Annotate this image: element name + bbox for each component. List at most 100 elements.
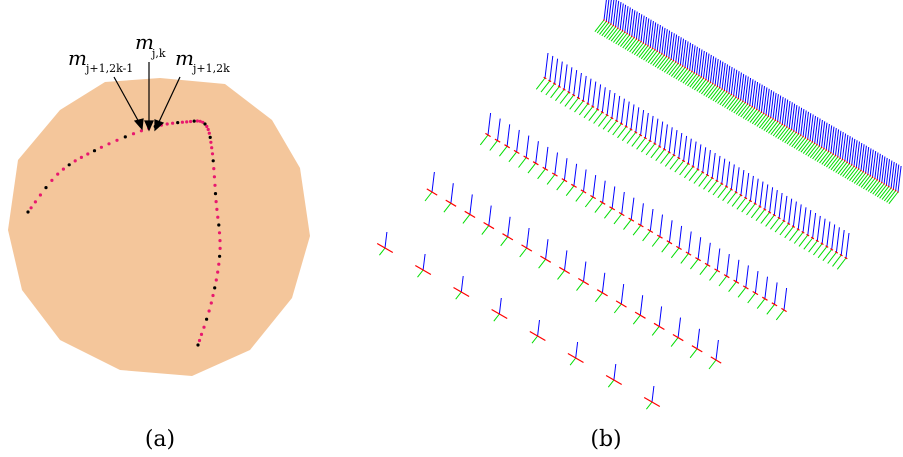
binormal-axis — [655, 149, 665, 162]
binormal-axis — [610, 29, 621, 42]
normal-axis — [554, 152, 558, 175]
normal-axis — [791, 103, 796, 130]
normal-axis — [855, 141, 860, 168]
tangent-axis — [734, 96, 737, 99]
label-m-j-k: m j,k — [135, 30, 166, 60]
tangent-axis — [762, 112, 765, 115]
normal-axis — [684, 41, 689, 68]
frame-level — [535, 52, 850, 270]
binormal-axis — [830, 157, 841, 171]
tangent-axis — [772, 213, 776, 217]
binormal-axis — [696, 79, 707, 92]
normal-axis — [844, 134, 849, 161]
tangent-axis — [656, 50, 659, 53]
binormal-axis — [690, 258, 699, 270]
normal-axis — [783, 195, 788, 221]
normal-axis — [742, 75, 747, 102]
binormal-axis — [518, 157, 527, 168]
normal-axis — [703, 52, 708, 79]
normal-axis — [605, 0, 610, 22]
tangent-axis — [723, 274, 730, 279]
binormal-axis — [645, 143, 656, 156]
binormal-axis — [832, 159, 843, 172]
tangent-axis — [677, 156, 681, 160]
tangent-axis — [825, 149, 828, 151]
normal-axis — [692, 141, 697, 167]
arrow-line — [157, 76, 181, 125]
tangent-axis — [734, 190, 738, 194]
binormal-axis — [712, 183, 723, 196]
tangent-axis — [729, 188, 733, 191]
curve-sample-dot — [131, 132, 136, 136]
curve-sample-dot — [171, 121, 175, 125]
normal-axis — [668, 220, 673, 243]
binormal-axis — [638, 45, 649, 58]
binormal-axis — [661, 58, 672, 72]
tangent-axis — [769, 116, 772, 119]
tangent-axis — [672, 333, 684, 342]
binormal-axis — [827, 251, 837, 264]
normal-axis — [658, 306, 663, 327]
tangent-axis — [647, 44, 649, 47]
tangent-axis — [897, 191, 899, 193]
curve-sample-dot — [210, 152, 215, 156]
binormal-axis — [688, 169, 699, 182]
normal-axis — [828, 125, 833, 152]
tangent-axis — [714, 268, 721, 273]
normal-axis — [652, 22, 657, 49]
normal-axis — [583, 169, 587, 192]
normal-axis — [422, 253, 426, 271]
normal-axis — [706, 150, 711, 176]
tangent-axis — [567, 90, 571, 94]
normal-axis — [784, 99, 789, 126]
binormal-axis — [531, 335, 538, 344]
tangent-axis — [866, 173, 869, 176]
tangent-axis — [651, 47, 654, 50]
tangent-axis — [742, 285, 749, 290]
normal-axis — [816, 215, 821, 241]
tangent-axis — [662, 148, 667, 151]
binormal-axis — [853, 171, 864, 184]
tangent-axis — [576, 96, 581, 100]
normal-axis — [640, 110, 645, 136]
binormal-axis — [870, 180, 880, 194]
binormal-axis — [749, 110, 760, 123]
tangent-axis — [653, 322, 665, 331]
normal-axis — [651, 385, 655, 403]
tangent-axis — [744, 196, 748, 200]
binormal-axis — [761, 117, 772, 130]
binormal-axis — [717, 91, 728, 104]
tangent-axis — [445, 199, 457, 207]
normal-axis — [682, 39, 687, 67]
tangent-axis — [643, 136, 647, 140]
tangent-axis — [666, 240, 673, 245]
binormal-axis — [808, 240, 818, 253]
normal-axis — [568, 67, 573, 93]
binormal-axis — [768, 121, 778, 134]
normal-axis — [716, 248, 721, 271]
binormal-axis — [746, 203, 756, 216]
normal-axis — [545, 239, 549, 260]
binormal-axis — [779, 127, 790, 141]
binormal-axis — [578, 103, 589, 116]
binormal-axis — [874, 183, 885, 196]
tangent-axis — [695, 73, 698, 76]
tangent-axis — [621, 29, 624, 32]
normal-axis — [640, 203, 644, 226]
tangent-axis — [869, 174, 872, 177]
tangent-axis — [614, 25, 617, 28]
tangent-axis — [839, 253, 843, 257]
curve-sample-dot — [206, 127, 210, 132]
binormal-axis — [632, 224, 642, 236]
tangent-axis — [801, 230, 805, 234]
tangent-axis — [596, 289, 608, 297]
binormal-axis — [822, 249, 833, 262]
curve-sample-dot — [213, 192, 218, 196]
tangent-axis — [844, 256, 848, 260]
binormal-axis — [718, 275, 728, 287]
curve-sample-dot — [189, 119, 193, 124]
normal-axis — [862, 145, 867, 172]
normal-axis — [814, 117, 819, 144]
tangent-axis — [752, 290, 759, 296]
normal-axis — [516, 129, 520, 152]
